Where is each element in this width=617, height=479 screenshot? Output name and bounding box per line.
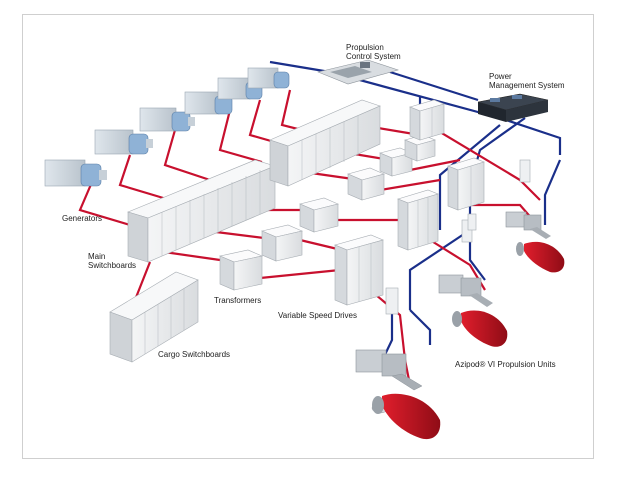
power-cable [379, 178, 441, 192]
power-management-label: Power Management System [489, 72, 565, 90]
drive-cabinet [397, 189, 439, 251]
power-management-label-line1: Power [489, 72, 512, 81]
transformer [261, 224, 303, 262]
azipod-unit-mid [438, 274, 508, 347]
power-cable [78, 174, 131, 227]
power-cable [218, 109, 263, 164]
control-box [385, 287, 399, 315]
main-switchboard-upper [269, 99, 381, 187]
power-cable [118, 154, 171, 202]
azipod-unit-far [505, 211, 565, 273]
transformer [219, 249, 263, 291]
generator [247, 67, 290, 89]
main-switchboards-label-line1: Main [88, 252, 106, 261]
generator [184, 91, 233, 115]
power-cable [409, 158, 461, 172]
drive-cabinet [409, 99, 445, 141]
propulsion-control-console [317, 59, 400, 85]
control-cable [409, 309, 432, 345]
power-management-label-line2: Management System [489, 81, 565, 90]
main-switchboard-lower [127, 159, 276, 263]
variable-speed-drives [334, 99, 485, 306]
main-switchboards-label: Main Switchboards [88, 252, 136, 270]
control-cable [543, 159, 562, 225]
transformer [299, 197, 339, 233]
transformers [219, 134, 436, 291]
control-cable [408, 229, 471, 310]
control-cable [389, 70, 479, 102]
generators [44, 67, 290, 187]
control-box [519, 159, 531, 183]
control-boxes [385, 159, 531, 315]
generator [94, 129, 153, 155]
azipod-units-label: Azipod® VI Propulsion Units [455, 360, 556, 369]
propulsion-control-label-line2: Control System [346, 52, 401, 61]
azipod-unit-large [355, 349, 441, 440]
transformer [347, 167, 385, 201]
propulsion-control-label-line1: Propulsion [346, 43, 384, 52]
power-cable [163, 129, 211, 182]
power-cable [369, 289, 412, 386]
diagram-frame [22, 14, 594, 459]
variable-speed-drives-label: Variable Speed Drives [278, 311, 358, 320]
drive-cabinet [447, 157, 485, 211]
transformers-label: Transformers [214, 296, 262, 305]
generators-label: Generators [62, 214, 103, 223]
control-cable [438, 124, 501, 230]
main-switchboards-label-line2: Switchboards [88, 261, 137, 270]
transformer [379, 147, 413, 177]
propulsion-control-label: Propulsion Control System [346, 43, 401, 61]
cargo-switchboards-label: Cargo Switchboards [158, 350, 231, 359]
control-box [467, 213, 477, 231]
azipod-units [355, 211, 565, 440]
generator [44, 159, 107, 187]
power-management-console [477, 93, 549, 122]
transformer [404, 134, 436, 162]
control-box [461, 219, 473, 243]
drive-cabinet [334, 234, 384, 306]
generator [139, 107, 195, 132]
cargo-switchboards [109, 271, 199, 363]
